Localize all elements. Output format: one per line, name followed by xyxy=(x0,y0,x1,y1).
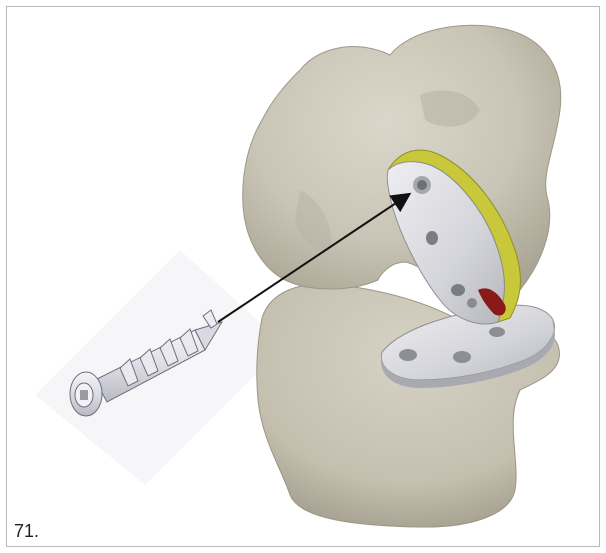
femoral-peg-hole xyxy=(451,284,465,296)
femoral-screw-head xyxy=(417,180,427,190)
tibial-plate-hole xyxy=(399,349,417,361)
tibial-plate-hole xyxy=(453,351,471,363)
femoral-screw-hole xyxy=(467,298,477,308)
tibial-plate-hole xyxy=(489,327,505,337)
femoral-peg-hole xyxy=(426,231,438,245)
figure-number: 71. xyxy=(14,522,39,540)
